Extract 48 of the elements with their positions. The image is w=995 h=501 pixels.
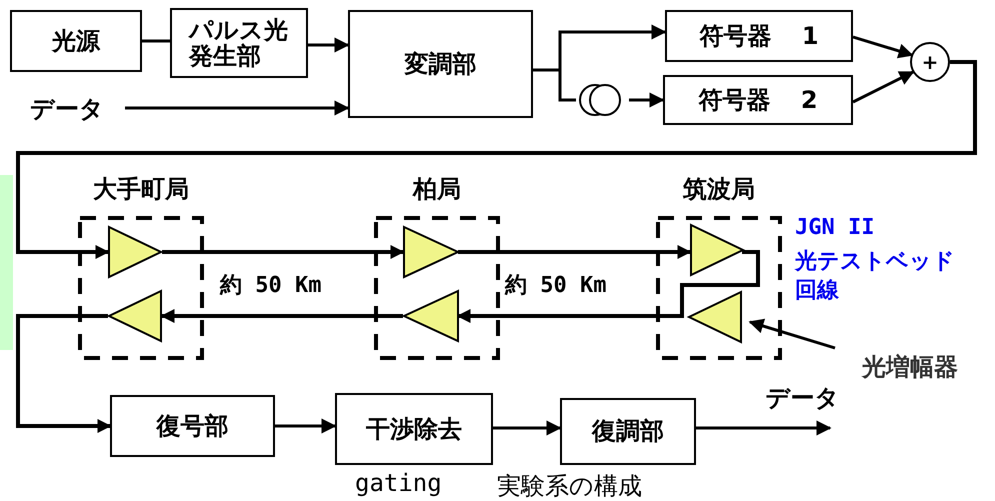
amplifier-triangle — [108, 290, 162, 342]
network-label: JGN II — [795, 215, 874, 240]
arrow — [493, 420, 562, 436]
amplifier-triangle — [108, 226, 162, 278]
connector-line — [142, 40, 170, 42]
arrow — [160, 309, 403, 323]
amplifier-triangle — [690, 224, 744, 276]
station-name: 大手町局 — [92, 176, 190, 202]
arrow — [696, 420, 832, 436]
leader-arrow — [748, 318, 836, 350]
callout-label: 光増幅器 — [845, 350, 975, 384]
arrow — [852, 36, 914, 58]
arrow — [162, 245, 404, 259]
arrow — [16, 314, 112, 433]
sum-circle: + — [910, 42, 950, 82]
station-box — [78, 176, 204, 360]
caption: 実験系の構成 — [497, 471, 642, 501]
arrow — [275, 418, 336, 434]
amplifier-triangle — [403, 226, 459, 278]
unit-box: パルス光発生部 — [170, 8, 308, 78]
unit-box: 復調部 — [560, 398, 696, 465]
arrow — [125, 100, 350, 116]
arrow — [458, 245, 692, 259]
input-label: データ — [12, 92, 122, 126]
arrow — [308, 38, 350, 52]
station-box — [374, 176, 500, 360]
distance-label: 約 50 Km — [505, 272, 606, 300]
side-note: gating — [355, 469, 442, 497]
unit-box: 復号部 — [110, 395, 275, 457]
amplifier-triangle — [403, 290, 459, 342]
encoder-box: 符号器 1 — [665, 10, 853, 62]
connector-line — [533, 68, 576, 102]
station-name: 柏局 — [411, 176, 462, 202]
station-name: 筑波局 — [682, 176, 756, 202]
arrow — [629, 92, 664, 108]
unit-box: 光源 — [10, 10, 142, 72]
unit-box: 干渉除去 — [335, 393, 493, 465]
station-box — [656, 176, 782, 360]
distance-label: 約 50 Km — [220, 272, 322, 300]
arrow — [852, 70, 914, 104]
encoder-box: 符号器 2 — [663, 75, 853, 125]
unit-box: 変調部 — [348, 10, 533, 118]
amplifier-triangle — [688, 291, 742, 343]
side-band — [0, 175, 13, 350]
output-label: データ — [755, 382, 850, 414]
arrow — [456, 250, 760, 323]
arrow — [16, 60, 977, 259]
network-label: 光テストベッド回線 — [795, 248, 956, 305]
